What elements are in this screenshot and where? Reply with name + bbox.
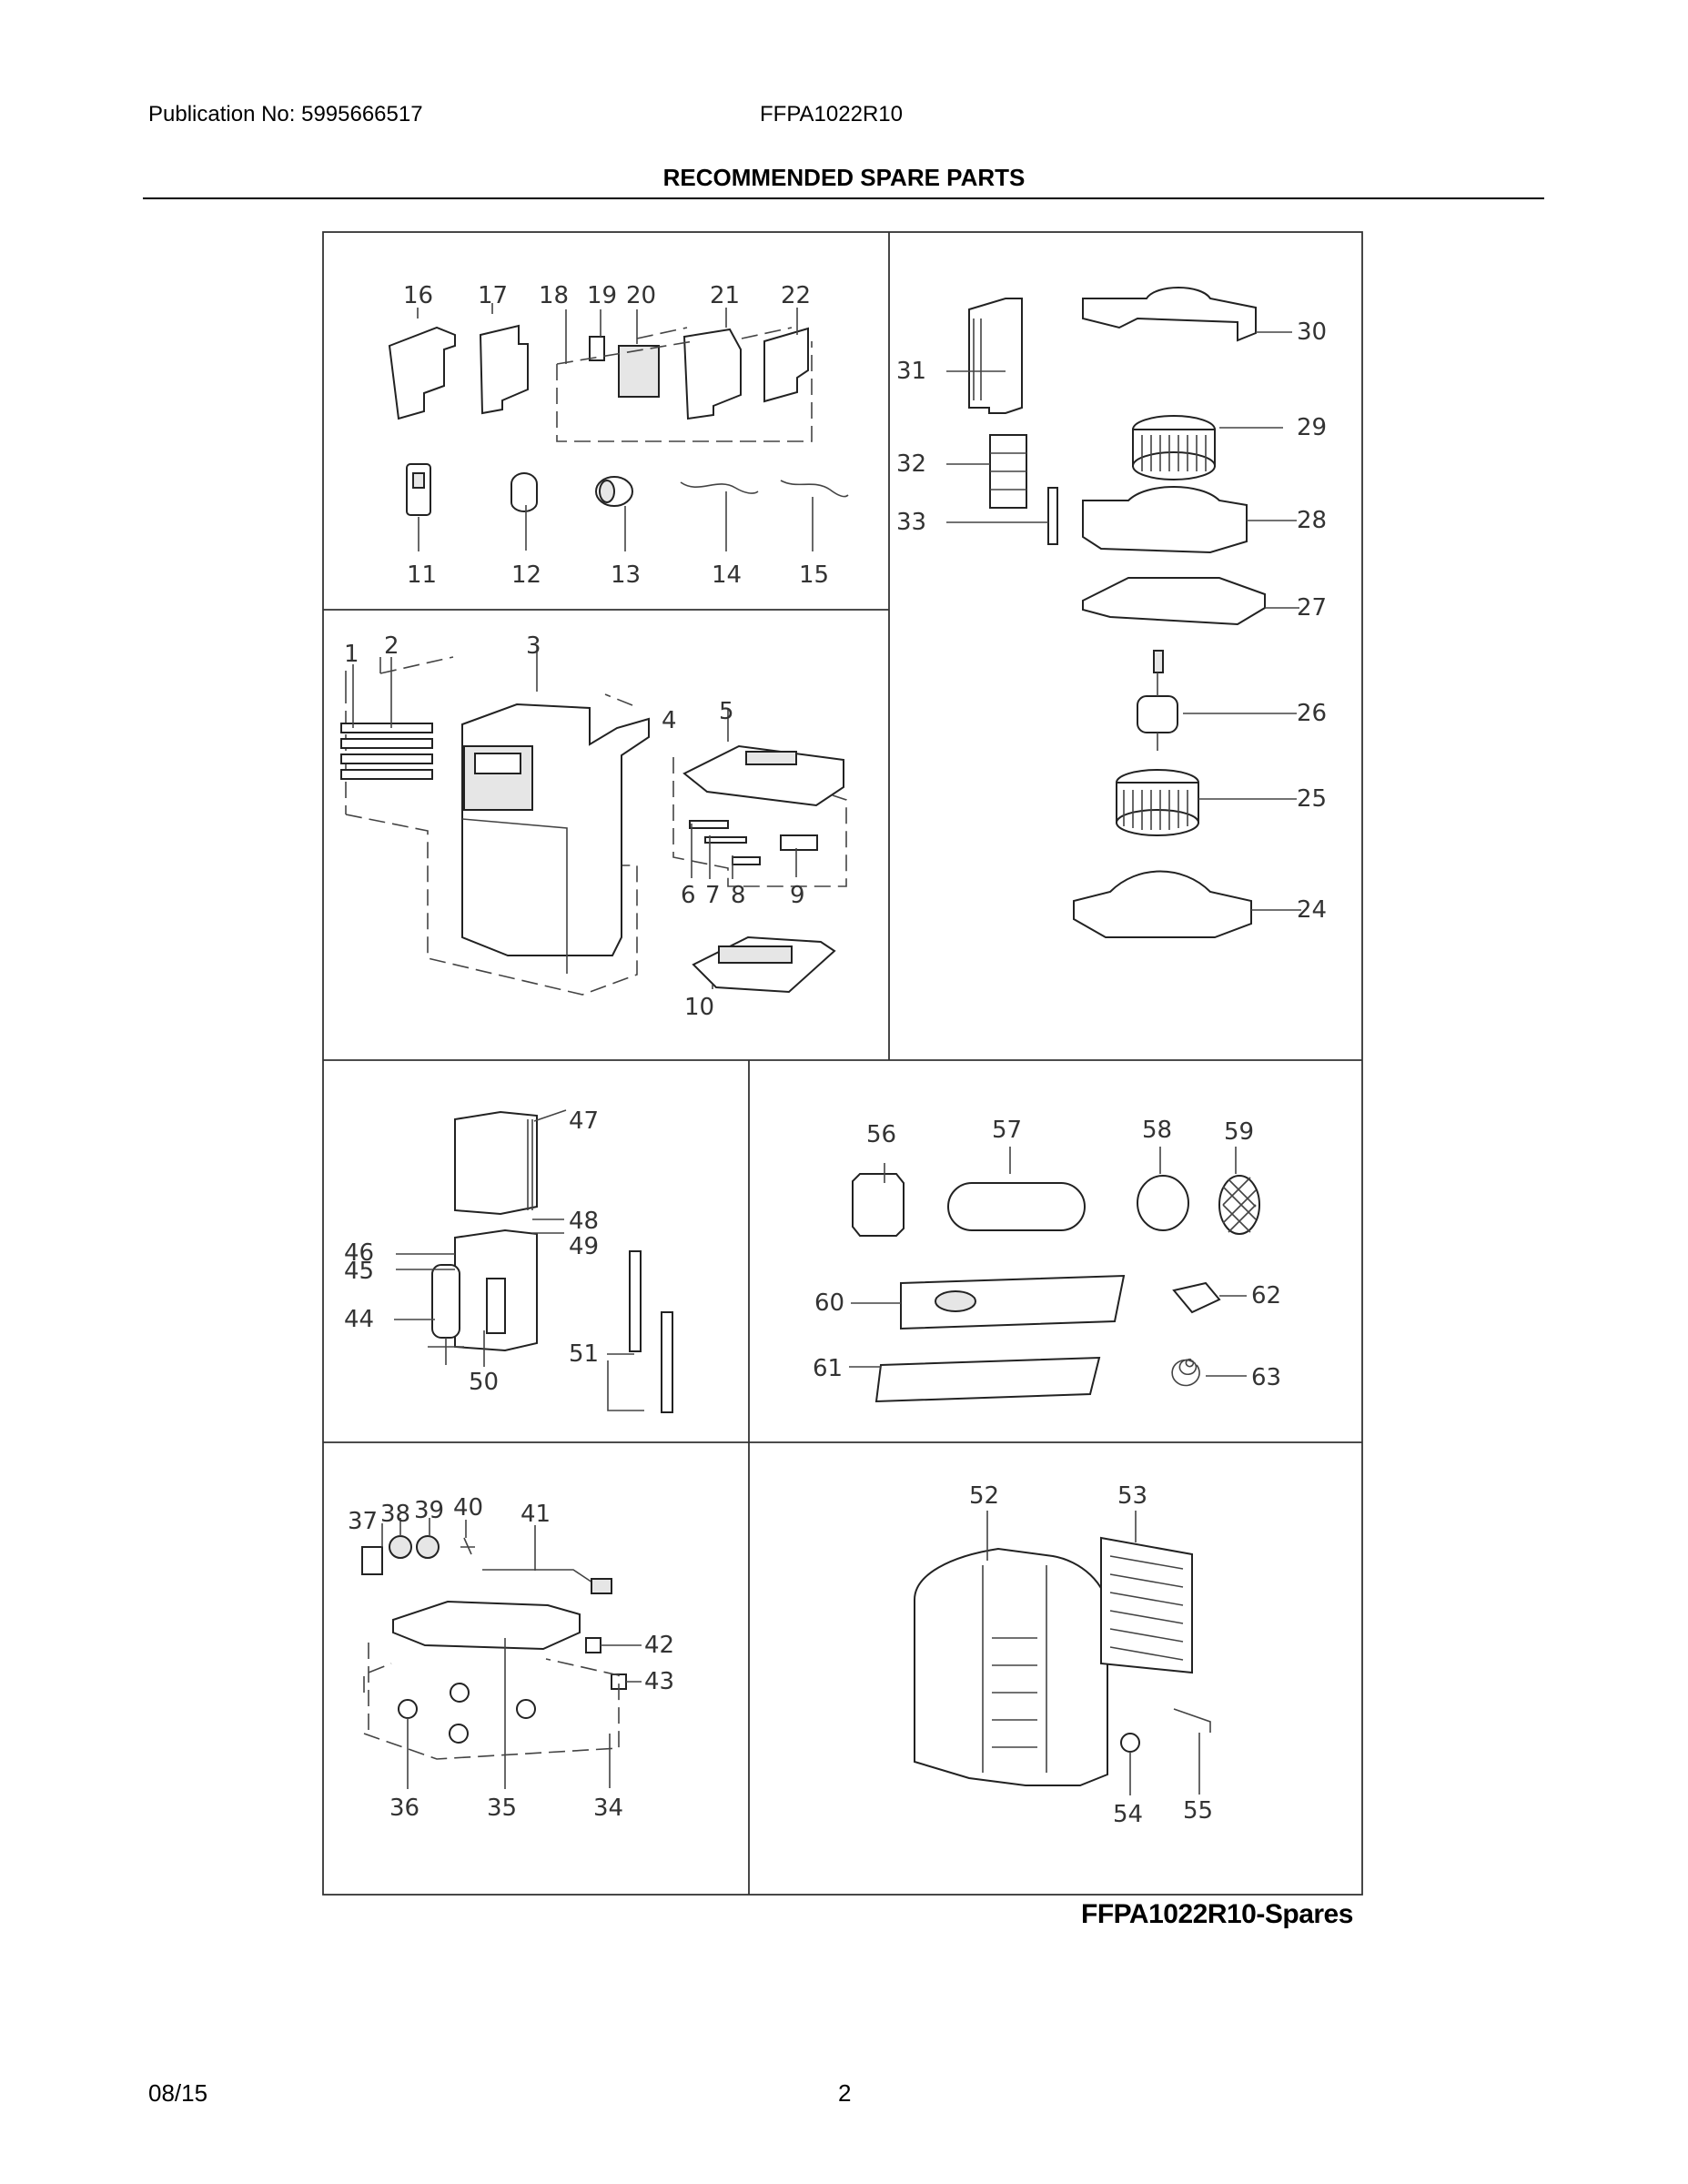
callout-14: 14: [712, 561, 742, 589]
callout-32: 32: [896, 450, 926, 478]
panel-frames: [322, 231, 1363, 1896]
callout-labels: 16 17 18 19 20 21 22 11 12 13 14 15 1 2 …: [344, 282, 1327, 1828]
callout-50: 50: [469, 1369, 499, 1396]
callout-56: 56: [866, 1121, 896, 1148]
callout-52: 52: [969, 1482, 999, 1510]
callout-4: 4: [662, 707, 677, 734]
callout-59: 59: [1224, 1118, 1254, 1146]
callout-5: 5: [719, 698, 734, 725]
callout-21: 21: [710, 282, 740, 309]
panel-exhaust-kit: [852, 1173, 1260, 1403]
callout-13: 13: [611, 561, 641, 589]
callout-17: 17: [478, 282, 508, 309]
callout-30: 30: [1297, 318, 1327, 346]
callout-24: 24: [1297, 896, 1327, 924]
callout-27: 27: [1297, 594, 1327, 622]
page-title: RECOMMENDED SPARE PARTS: [662, 164, 1026, 191]
callout-41: 41: [521, 1501, 551, 1528]
callout-25: 25: [1297, 785, 1327, 813]
callout-31: 31: [896, 358, 926, 385]
callout-18: 18: [539, 282, 569, 309]
callout-36: 36: [389, 1795, 419, 1822]
callout-63: 63: [1251, 1364, 1281, 1391]
callout-35: 35: [487, 1795, 517, 1822]
panel-rear-cabinet: [914, 1536, 1211, 1786]
page-number: 2: [838, 2079, 852, 2107]
callout-38: 38: [380, 1501, 410, 1528]
callout-55: 55: [1183, 1797, 1213, 1825]
callout-54: 54: [1113, 1801, 1143, 1828]
callout-37: 37: [348, 1508, 378, 1535]
callout-53: 53: [1117, 1482, 1147, 1510]
callout-47: 47: [569, 1107, 599, 1135]
callout-26: 26: [1297, 700, 1327, 727]
publication-number: Publication No: 5995666517: [148, 102, 423, 126]
callout-62: 62: [1251, 1282, 1281, 1309]
diagram-caption: FFPA1022R10-Spares: [1081, 1899, 1353, 1929]
callout-60: 60: [814, 1289, 844, 1317]
callout-22: 22: [781, 282, 811, 309]
callout-28: 28: [1297, 507, 1327, 534]
model-number: FFPA1022R10: [760, 102, 903, 126]
callout-58: 58: [1142, 1117, 1172, 1144]
callout-61: 61: [813, 1355, 843, 1382]
callout-3: 3: [526, 632, 541, 660]
leader-lines: [352, 303, 1301, 1795]
callout-44: 44: [344, 1306, 374, 1333]
footer-date: 08/15: [148, 2079, 208, 2107]
callout-34: 34: [593, 1795, 623, 1822]
panel-cabinet: [340, 656, 847, 996]
panel-electrical: [388, 324, 849, 516]
callout-20: 20: [626, 282, 656, 309]
callout-43: 43: [644, 1668, 674, 1695]
callout-45: 45: [344, 1258, 374, 1285]
callout-8: 8: [731, 882, 746, 909]
callout-12: 12: [511, 561, 541, 589]
panel-base: [361, 1535, 627, 1760]
header-rule: [143, 197, 1544, 199]
callout-40: 40: [453, 1494, 483, 1522]
callout-7: 7: [705, 882, 721, 909]
callout-16: 16: [403, 282, 433, 309]
callout-49: 49: [569, 1233, 599, 1260]
callout-10: 10: [684, 994, 714, 1021]
callout-9: 9: [790, 882, 805, 909]
panel-blower: [968, 287, 1266, 938]
callout-19: 19: [587, 282, 617, 309]
callout-6: 6: [681, 882, 696, 909]
callout-11: 11: [407, 561, 437, 589]
callout-57: 57: [992, 1117, 1022, 1144]
callout-46: 46: [344, 1239, 374, 1267]
callout-39: 39: [414, 1497, 444, 1524]
callout-29: 29: [1297, 414, 1327, 441]
callout-42: 42: [644, 1632, 674, 1659]
callout-15: 15: [799, 561, 829, 589]
callout-2: 2: [384, 632, 399, 660]
callout-51: 51: [569, 1340, 599, 1368]
panel-refrigeration: [428, 1110, 673, 1413]
callout-33: 33: [896, 509, 926, 536]
callout-48: 48: [569, 1208, 599, 1235]
callout-1: 1: [344, 641, 359, 668]
